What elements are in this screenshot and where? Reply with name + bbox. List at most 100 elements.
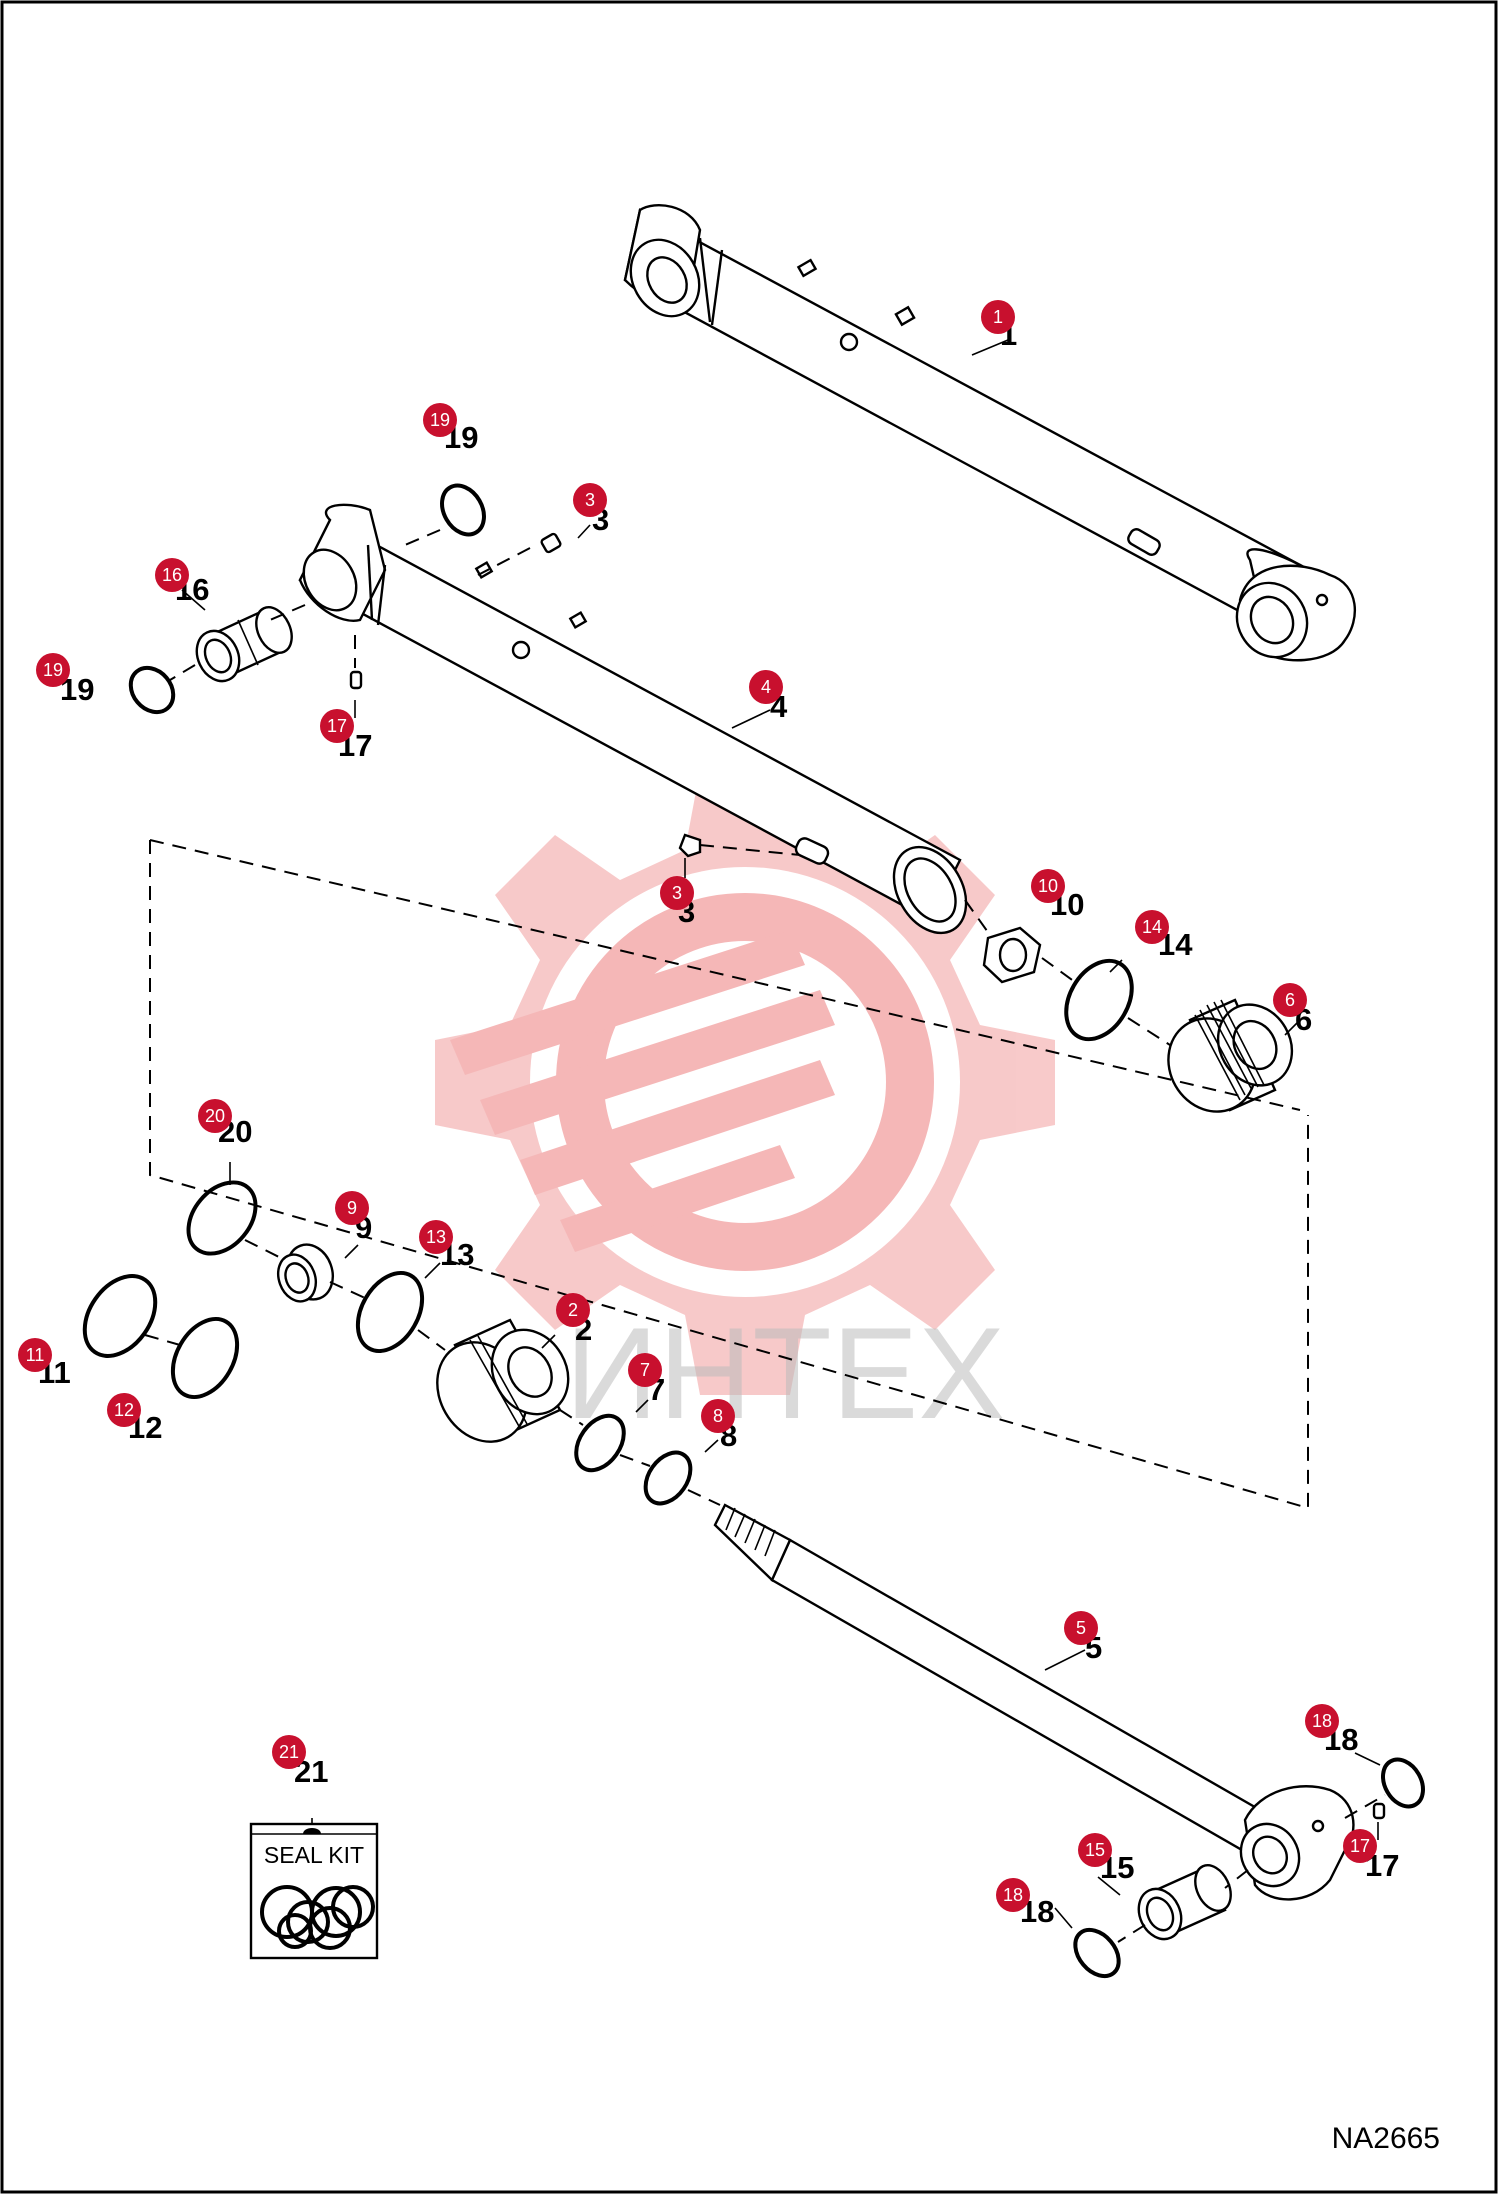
cylinder-barrel[interactable] — [293, 503, 980, 946]
callout-badge-7 — [628, 1353, 662, 1387]
o-ring-14[interactable] — [1053, 949, 1145, 1051]
callout-number-1: 1 — [993, 307, 1003, 327]
label-5[interactable]: 55 — [1064, 1611, 1102, 1665]
bushing-15[interactable] — [1131, 1859, 1238, 1946]
o-ring-18-upper[interactable] — [1375, 1752, 1431, 1813]
callout-badge-11 — [18, 1338, 52, 1372]
assembly-path-outline — [149, 840, 1309, 1510]
watermark-logo: ИНТЕХ — [435, 770, 1055, 1446]
callout-badge-21 — [272, 1735, 306, 1769]
label-leaders — [181, 339, 1381, 1929]
callout-number-13: 13 — [426, 1227, 446, 1247]
piston-6[interactable] — [1152, 991, 1307, 1127]
callout-badge-3a — [573, 483, 607, 517]
wear-ring-9[interactable] — [272, 1238, 340, 1307]
rod-seal-7[interactable] — [566, 1407, 633, 1479]
callout-number-17a: 17 — [327, 716, 347, 736]
o-ring-20[interactable] — [175, 1169, 269, 1266]
piston-rod-5[interactable] — [713, 1503, 1355, 1901]
cylinder-assembly[interactable] — [617, 203, 1357, 670]
grease-fitting-3-lower[interactable] — [678, 833, 702, 858]
grease-fitting-17-lower[interactable] — [1372, 1802, 1386, 1820]
callout-badge-3b — [660, 876, 694, 910]
o-ring-12[interactable] — [160, 1308, 250, 1409]
callout-badge-15 — [1078, 1833, 1112, 1867]
o-ring-19-upper[interactable] — [434, 478, 493, 542]
callout-badge-14 — [1135, 910, 1169, 944]
watermark-speed-lines — [450, 930, 835, 1252]
label-2[interactable]: 22 — [556, 1293, 592, 1347]
callout-number-16: 16 — [162, 565, 182, 585]
label-8[interactable]: 88 — [701, 1399, 737, 1453]
o-ring-19-lower[interactable] — [122, 659, 182, 720]
callout-badge-1 — [981, 300, 1015, 334]
callout-badge-9 — [335, 1191, 369, 1225]
callout-badge-19b — [36, 653, 70, 687]
callout-badge-17b — [1343, 1829, 1377, 1863]
alignment-lines — [144, 529, 1386, 1943]
grease-fitting-17-upper[interactable] — [349, 670, 363, 690]
callout-badge-6 — [1273, 983, 1307, 1017]
callout-number-10: 10 — [1038, 876, 1058, 896]
callout-number-12: 12 — [114, 1400, 134, 1420]
callout-badge-17a — [320, 709, 354, 743]
lock-nut-10[interactable] — [982, 926, 1042, 984]
label-6[interactable]: 66 — [1273, 983, 1312, 1037]
callout-badge-12 — [107, 1393, 141, 1427]
assembly-path-diagonal — [149, 839, 1301, 1111]
o-ring-11[interactable] — [70, 1263, 170, 1370]
callout-badge-19a — [423, 403, 457, 437]
label-3b[interactable]: 33 — [660, 876, 695, 929]
callout-number-3b: 3 — [672, 883, 682, 903]
callout-badge-20 — [198, 1099, 232, 1133]
label-4[interactable]: 44 — [749, 670, 788, 724]
seal-kit-box — [249, 1822, 379, 1960]
callout-badge-5 — [1064, 1611, 1098, 1645]
callout-number-21: 21 — [279, 1742, 299, 1762]
o-ring-18-lower[interactable] — [1066, 1922, 1127, 1985]
callout-number-15: 15 — [1085, 1840, 1105, 1860]
callout-number-14: 14 — [1142, 917, 1162, 937]
grease-fitting-3-upper[interactable] — [540, 532, 562, 554]
wiper-8[interactable] — [636, 1444, 699, 1512]
label-3a[interactable]: 33 — [573, 483, 609, 537]
callout-number-19a: 19 — [430, 410, 450, 430]
label-7[interactable]: 77 — [628, 1353, 665, 1407]
o-ring-13[interactable] — [345, 1262, 435, 1363]
callout-number-8: 8 — [713, 1406, 723, 1426]
label-9[interactable]: 99 — [335, 1191, 372, 1245]
callout-number-20: 20 — [205, 1106, 225, 1126]
bushing-16[interactable] — [189, 601, 299, 688]
drawing-code: NA2665 — [1332, 2122, 1440, 2155]
callout-badge-4 — [749, 670, 783, 704]
seal-kit[interactable]: SEAL KIT — [249, 1822, 379, 1960]
callout-number-6: 6 — [1285, 990, 1295, 1010]
pipe-fitting[interactable] — [794, 836, 831, 866]
callout-number-18a: 18 — [1312, 1711, 1332, 1731]
callout-number-19b: 19 — [43, 660, 63, 680]
callout-number-7: 7 — [640, 1360, 650, 1380]
callout-number-2: 2 — [568, 1300, 578, 1320]
seal-kit-label: SEAL KIT — [264, 1842, 364, 1868]
label-1[interactable]: 11 — [981, 300, 1017, 352]
gland-2[interactable] — [420, 1316, 584, 1458]
callout-badge-2 — [556, 1293, 590, 1327]
